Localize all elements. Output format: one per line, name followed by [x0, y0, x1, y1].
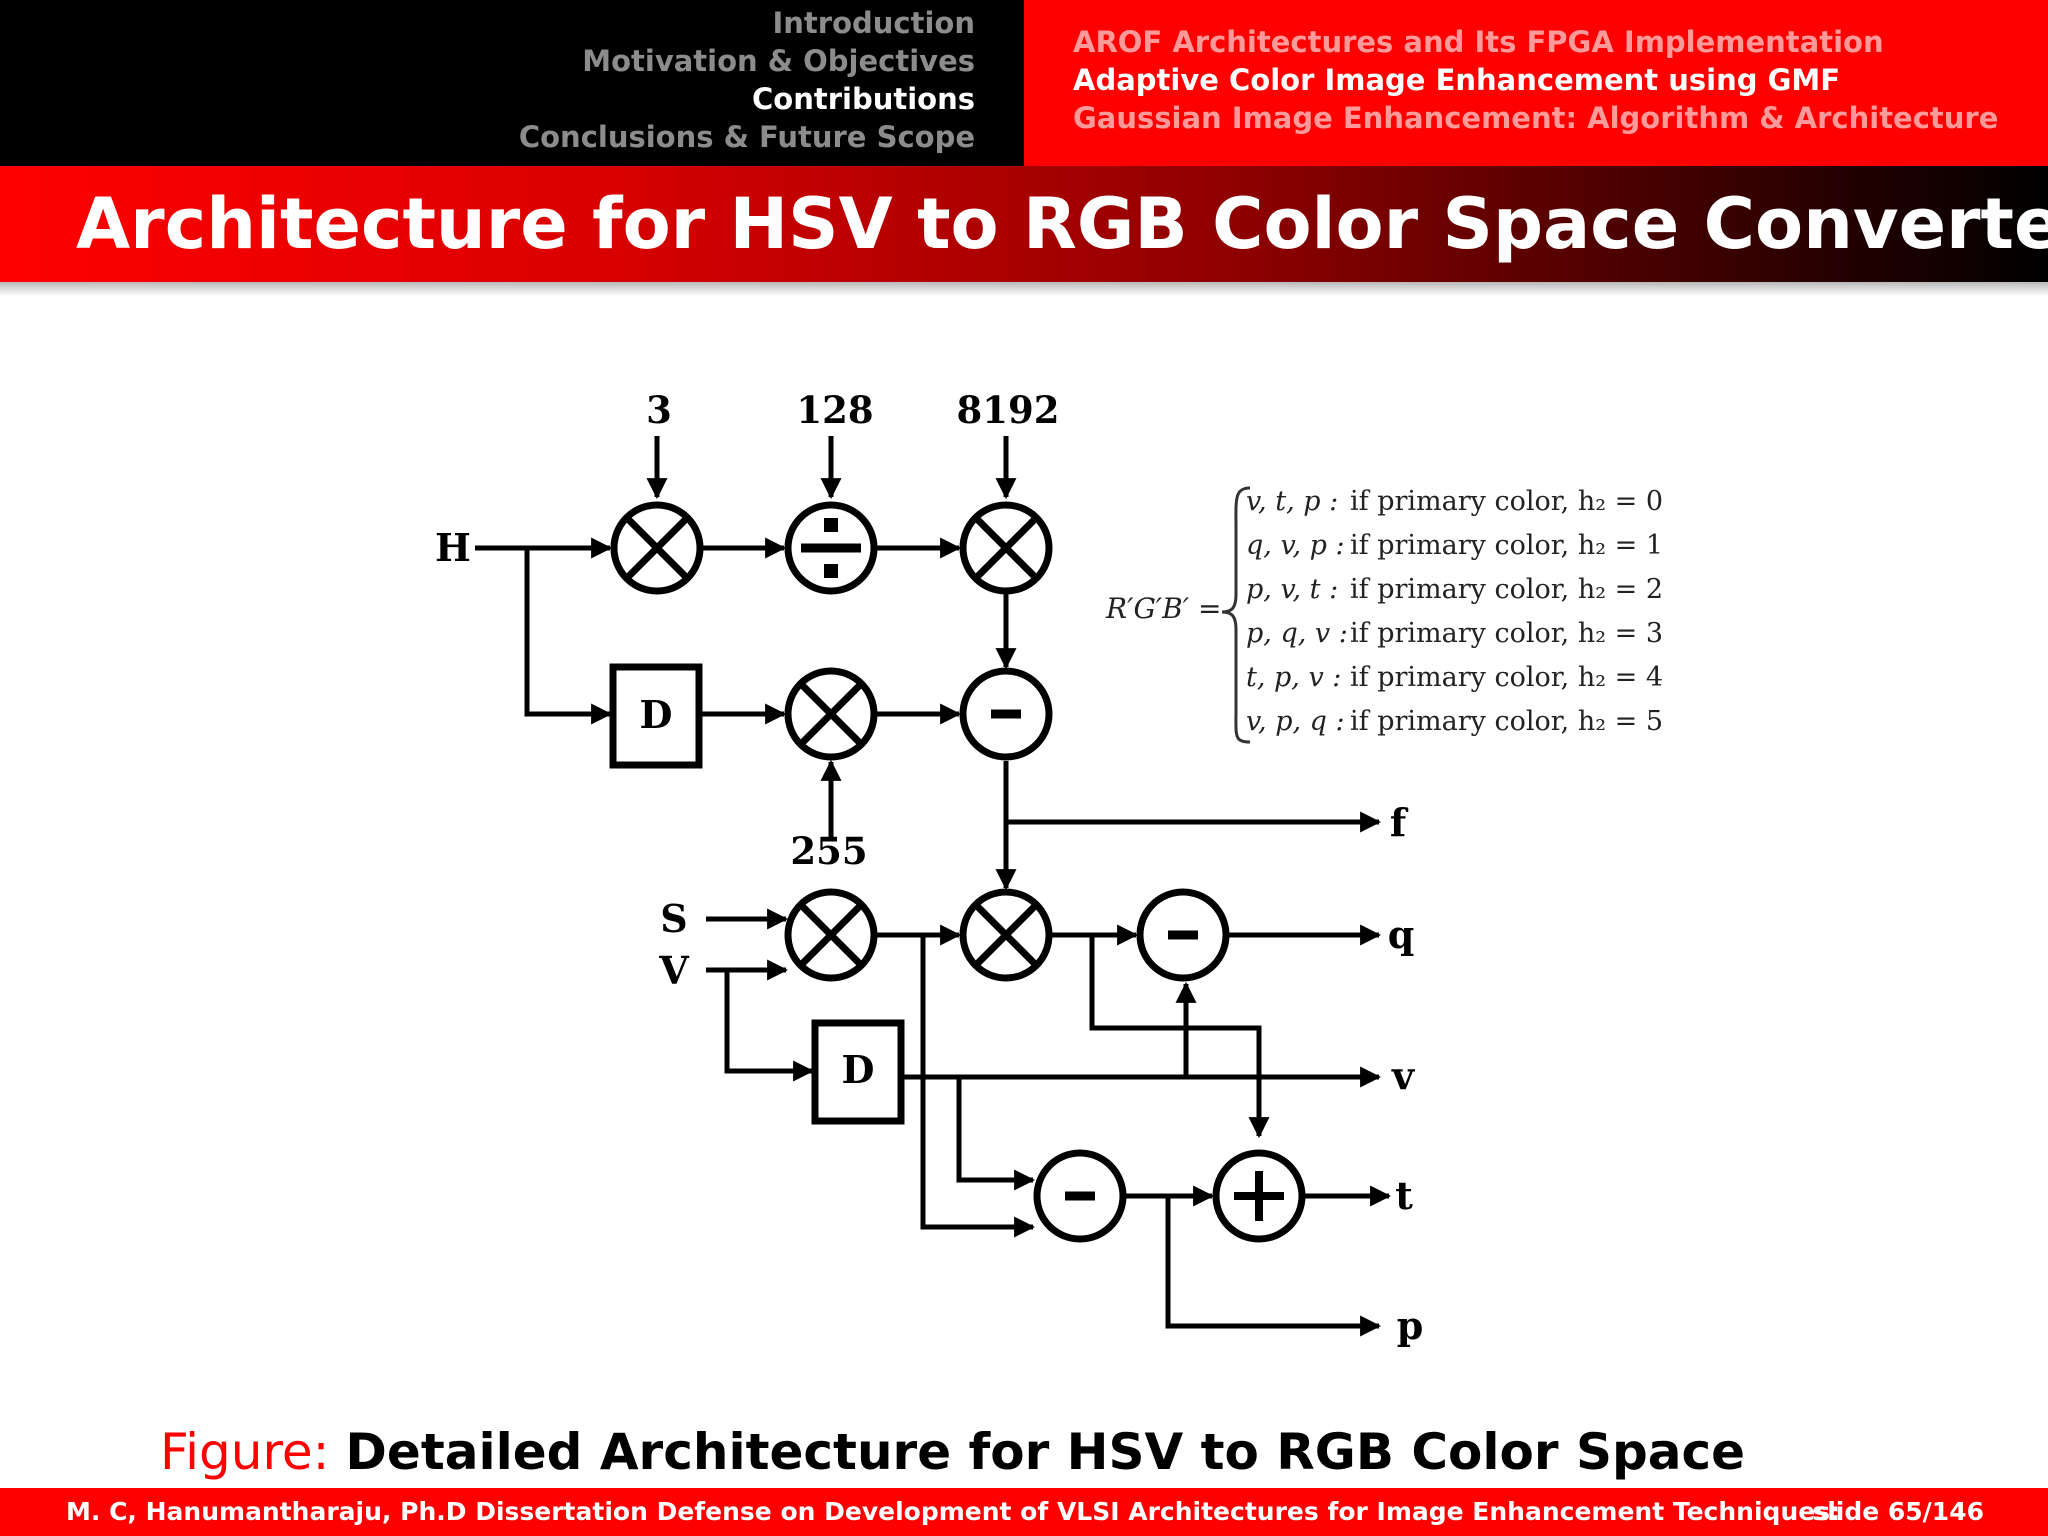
- equation-case-args: t, p, v :: [1246, 662, 1341, 693]
- delay-label-h: D: [640, 692, 673, 737]
- output-v-label: v: [1391, 1053, 1416, 1098]
- output-p-label: p: [1397, 1303, 1424, 1348]
- constant-8192: 8192: [957, 388, 1060, 432]
- output-q-label: q: [1388, 912, 1415, 957]
- input-v-label: V: [658, 948, 690, 993]
- nav-section-contributions[interactable]: Contributions: [752, 82, 975, 116]
- multiplier-f: [959, 888, 1053, 982]
- input-s-label: S: [660, 896, 687, 941]
- subtractor-q: [1136, 888, 1230, 982]
- multiplier-h3: [610, 501, 704, 595]
- multiplier-255: [784, 667, 878, 761]
- divider-128: [784, 501, 878, 595]
- title-bar: [0, 166, 2048, 282]
- nav-section-motivation[interactable]: Motivation & Objectives: [582, 44, 975, 78]
- equation-case-args: v, p, q :: [1246, 706, 1345, 737]
- multiplier-8192: [959, 501, 1053, 595]
- figure-caption: Figure: Detailed Architecture for HSV to…: [160, 1420, 1745, 1484]
- input-h-label: H: [435, 525, 471, 570]
- header-nav-left-panel: [0, 0, 1024, 166]
- nav-section-introduction[interactable]: Introduction: [772, 6, 976, 40]
- equation-case-condition: if primary color, h₂ = 1: [1350, 530, 1663, 561]
- title-bar-shadow: [0, 282, 2048, 296]
- output-f-label: f: [1390, 800, 1409, 845]
- equation-case-args: q, v, p :: [1246, 530, 1345, 561]
- delay-label-v: D: [842, 1047, 875, 1092]
- caption-prefix: Figure:: [160, 1423, 330, 1481]
- subtractor-p: [1033, 1149, 1127, 1243]
- delay-register-h: D: [609, 663, 703, 769]
- equation-case-condition: if primary color, h₂ = 3: [1350, 618, 1663, 649]
- footer-author-title: M. C, Hanumantharaju, Ph.D Dissertation …: [66, 1497, 1841, 1526]
- delay-register-v: D: [811, 1019, 905, 1125]
- header-nav-right-panel: [1024, 0, 2048, 166]
- signal-wires: [475, 436, 1392, 1337]
- nav-subsection-arof[interactable]: AROF Architectures and Its FPGA Implemen…: [1073, 25, 1884, 59]
- adder-t: [1212, 1149, 1306, 1243]
- nav-subsection-gaussian[interactable]: Gaussian Image Enhancement: Algorithm & …: [1073, 101, 1999, 135]
- output-t-label: t: [1395, 1173, 1413, 1218]
- equation-case-condition: if primary color, h₂ = 4: [1350, 662, 1663, 693]
- constant-255: 255: [790, 829, 867, 873]
- nav-subsection-gmf[interactable]: Adaptive Color Image Enhancement using G…: [1073, 63, 1841, 97]
- rgb-selection-equation: R′G′B′ = v, t, p : if primary color, h₂ …: [1105, 486, 1663, 744]
- constant-3: 3: [646, 388, 672, 432]
- caption-text: Detailed Architecture for HSV to RGB Col…: [345, 1423, 1746, 1481]
- equation-case-condition: if primary color, h₂ = 2: [1350, 574, 1663, 605]
- equation-case-args: p, q, v :: [1246, 618, 1348, 649]
- equation-case-args: v, t, p :: [1246, 486, 1338, 517]
- slide-title: Architecture for HSV to RGB Color Space …: [76, 183, 2048, 265]
- equation-case-condition: if primary color, h₂ = 0: [1350, 486, 1663, 517]
- hsv-to-rgb-block-diagram: D D 3 128 8192 255 H S V f q v: [435, 388, 1663, 1348]
- constant-128: 128: [796, 388, 873, 432]
- multiplier-sv: [784, 888, 878, 982]
- nav-section-conclusions[interactable]: Conclusions & Future Scope: [518, 120, 975, 154]
- equation-case-condition: if primary color, h₂ = 5: [1350, 706, 1663, 737]
- footer-bar: [0, 1488, 2048, 1536]
- equation-case-args: p, v, t :: [1246, 574, 1338, 605]
- subtractor-f: [959, 667, 1053, 761]
- equation-lhs: R′G′B′ =: [1105, 592, 1221, 625]
- footer-slide-number: slide 65/146: [1812, 1497, 1984, 1526]
